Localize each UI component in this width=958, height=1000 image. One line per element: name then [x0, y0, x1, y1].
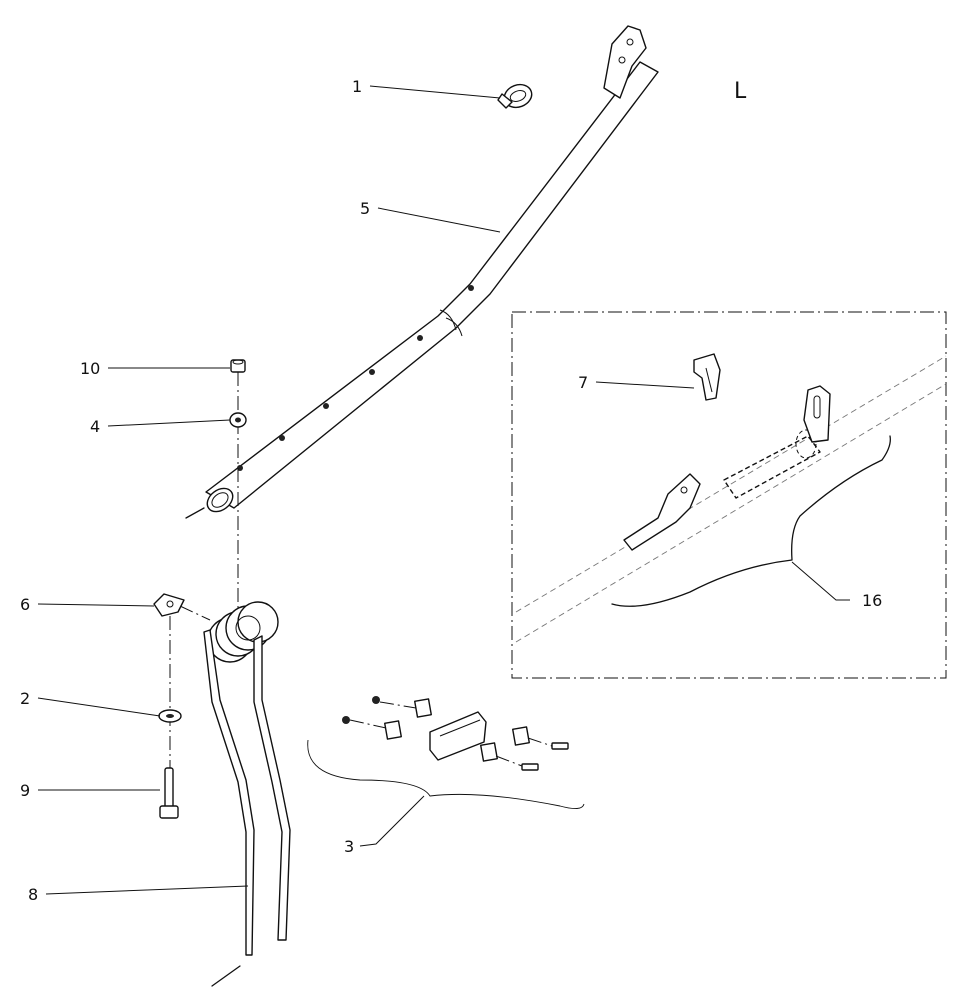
- part-3-clamp-assembly: [307, 696, 585, 809]
- callout-3: 3: [344, 837, 354, 856]
- callout-9: 9: [20, 781, 30, 800]
- view-letter: L: [734, 79, 747, 104]
- part-5-tube: [185, 25, 659, 519]
- callout-4: 4: [90, 417, 100, 436]
- callout-2: 2: [20, 689, 30, 708]
- inset-detail-box: [511, 311, 947, 679]
- callout-7: 7: [578, 373, 588, 392]
- part-10-nut: [230, 359, 246, 373]
- part-2-washer: [158, 709, 182, 723]
- callout-8: 8: [28, 885, 38, 904]
- part-4-washer: [229, 412, 247, 428]
- callout-16: 16: [862, 591, 882, 610]
- part-9-bolt: [159, 767, 179, 819]
- callout-1: 1: [352, 77, 362, 96]
- callout-5: 5: [360, 199, 370, 218]
- part-1-lynch-pin: [497, 83, 533, 109]
- part-6-clip: [153, 593, 185, 617]
- callout-6: 6: [20, 595, 30, 614]
- callout-10: 10: [80, 359, 100, 378]
- part-8-spring-tine: [179, 601, 291, 987]
